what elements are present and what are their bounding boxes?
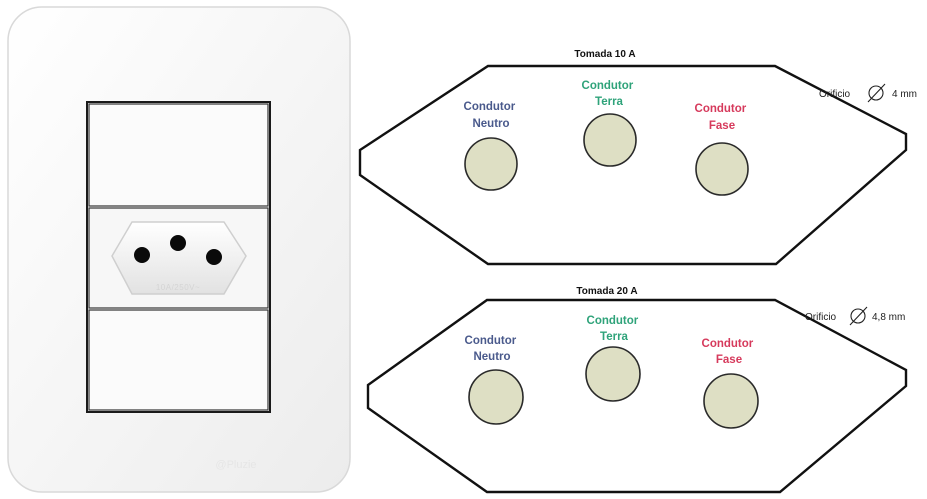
socket-hole-right: [206, 249, 222, 265]
diagram-10a-title: Tomada 10 A: [574, 49, 635, 60]
neutral-label-10a-line2: Neutro: [472, 118, 509, 130]
neutral-label-20a: Condutor Neutro: [465, 335, 520, 363]
wall-plate-photo: 10A/250V~ @Pluzie: [7, 6, 351, 493]
neutral-label-20a-line1: Condutor: [465, 335, 517, 347]
socket-face: [111, 221, 247, 295]
phase-label-10a-line1: Condutor: [695, 103, 747, 115]
earth-label-10a: Condutor Terra: [582, 80, 637, 108]
neutral-hole-10a: [464, 137, 518, 191]
earth-label-10a-line1: Condutor: [582, 80, 634, 92]
earth-hole-10a: [583, 113, 637, 167]
phase-label-10a: Condutor Fase: [695, 103, 750, 132]
socket-hole-left: [134, 247, 150, 263]
hole-note-20a: Orificio: [805, 312, 837, 323]
phase-label-20a-line1: Condutor: [702, 338, 754, 350]
hole-note-20a-prefix: Orificio: [805, 312, 837, 323]
diameter-icon: [867, 83, 886, 103]
earth-label-20a: Condutor Terra: [587, 315, 642, 343]
diagram-20a: Tomada 20 A Condutor Neutro Condutor Ter…: [366, 286, 908, 494]
socket-rating-text: 10A/250V~: [156, 283, 200, 292]
diameter-icon: [849, 306, 868, 326]
earth-label-20a-line2: Terra: [600, 331, 629, 343]
socket-outline-10a: [358, 64, 908, 266]
neutral-label-10a: Condutor Neutro: [464, 101, 519, 130]
neutral-label-20a-line2: Neutro: [473, 351, 510, 363]
earth-label-10a-line2: Terra: [595, 96, 624, 108]
hole-note-10a: Orificio: [819, 89, 851, 100]
diagram-20a-title: Tomada 20 A: [576, 286, 637, 297]
hole-note-10a-value: 4 mm: [892, 89, 917, 100]
socket-outline-20a: [366, 298, 908, 494]
phase-hole-20a: [703, 373, 759, 429]
hole-note-10a-prefix: Orificio: [819, 89, 851, 100]
blank-module-top: [88, 103, 269, 207]
phase-label-20a-line2: Fase: [716, 354, 742, 366]
phase-label-10a-line2: Fase: [709, 120, 735, 132]
hole-note-20a-value: 4,8 mm: [872, 312, 905, 323]
neutral-hole-20a: [468, 369, 524, 425]
socket-hole-center: [170, 235, 186, 251]
diagram-10a: Tomada 10 A Condutor Neutro Condutor Ter…: [358, 49, 917, 266]
phase-hole-10a: [695, 142, 749, 196]
brand-logo: @Pluzie: [215, 459, 256, 471]
earth-label-20a-line1: Condutor: [587, 315, 639, 327]
phase-label-20a: Condutor Fase: [702, 338, 757, 366]
earth-hole-20a: [585, 346, 641, 402]
neutral-label-10a-line1: Condutor: [464, 101, 516, 113]
blank-module-bottom: [88, 309, 269, 411]
